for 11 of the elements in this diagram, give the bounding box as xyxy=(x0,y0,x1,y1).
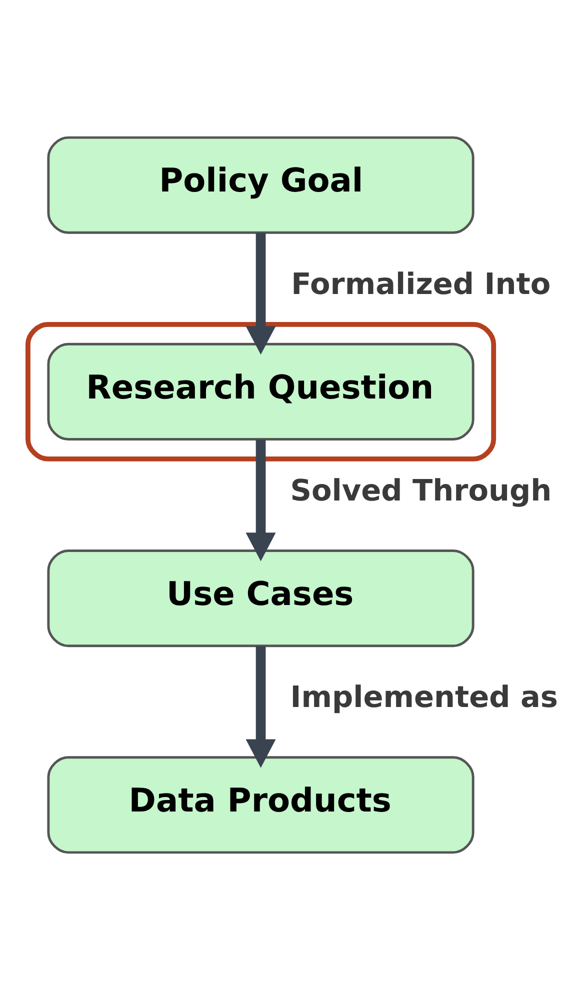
arrow xyxy=(246,232,276,355)
node-box: Research Question xyxy=(47,342,474,440)
node-box: Use Cases xyxy=(47,550,474,648)
edge-label: Solved Through xyxy=(290,474,552,508)
arrow xyxy=(246,439,276,562)
cluster xyxy=(25,322,496,462)
node-box: Policy Goal xyxy=(47,136,474,234)
edge-label: Implemented as xyxy=(290,680,558,714)
arrow xyxy=(246,646,276,768)
node-box: Data Products xyxy=(47,756,474,854)
edge-label: Formalized Into xyxy=(291,266,551,301)
